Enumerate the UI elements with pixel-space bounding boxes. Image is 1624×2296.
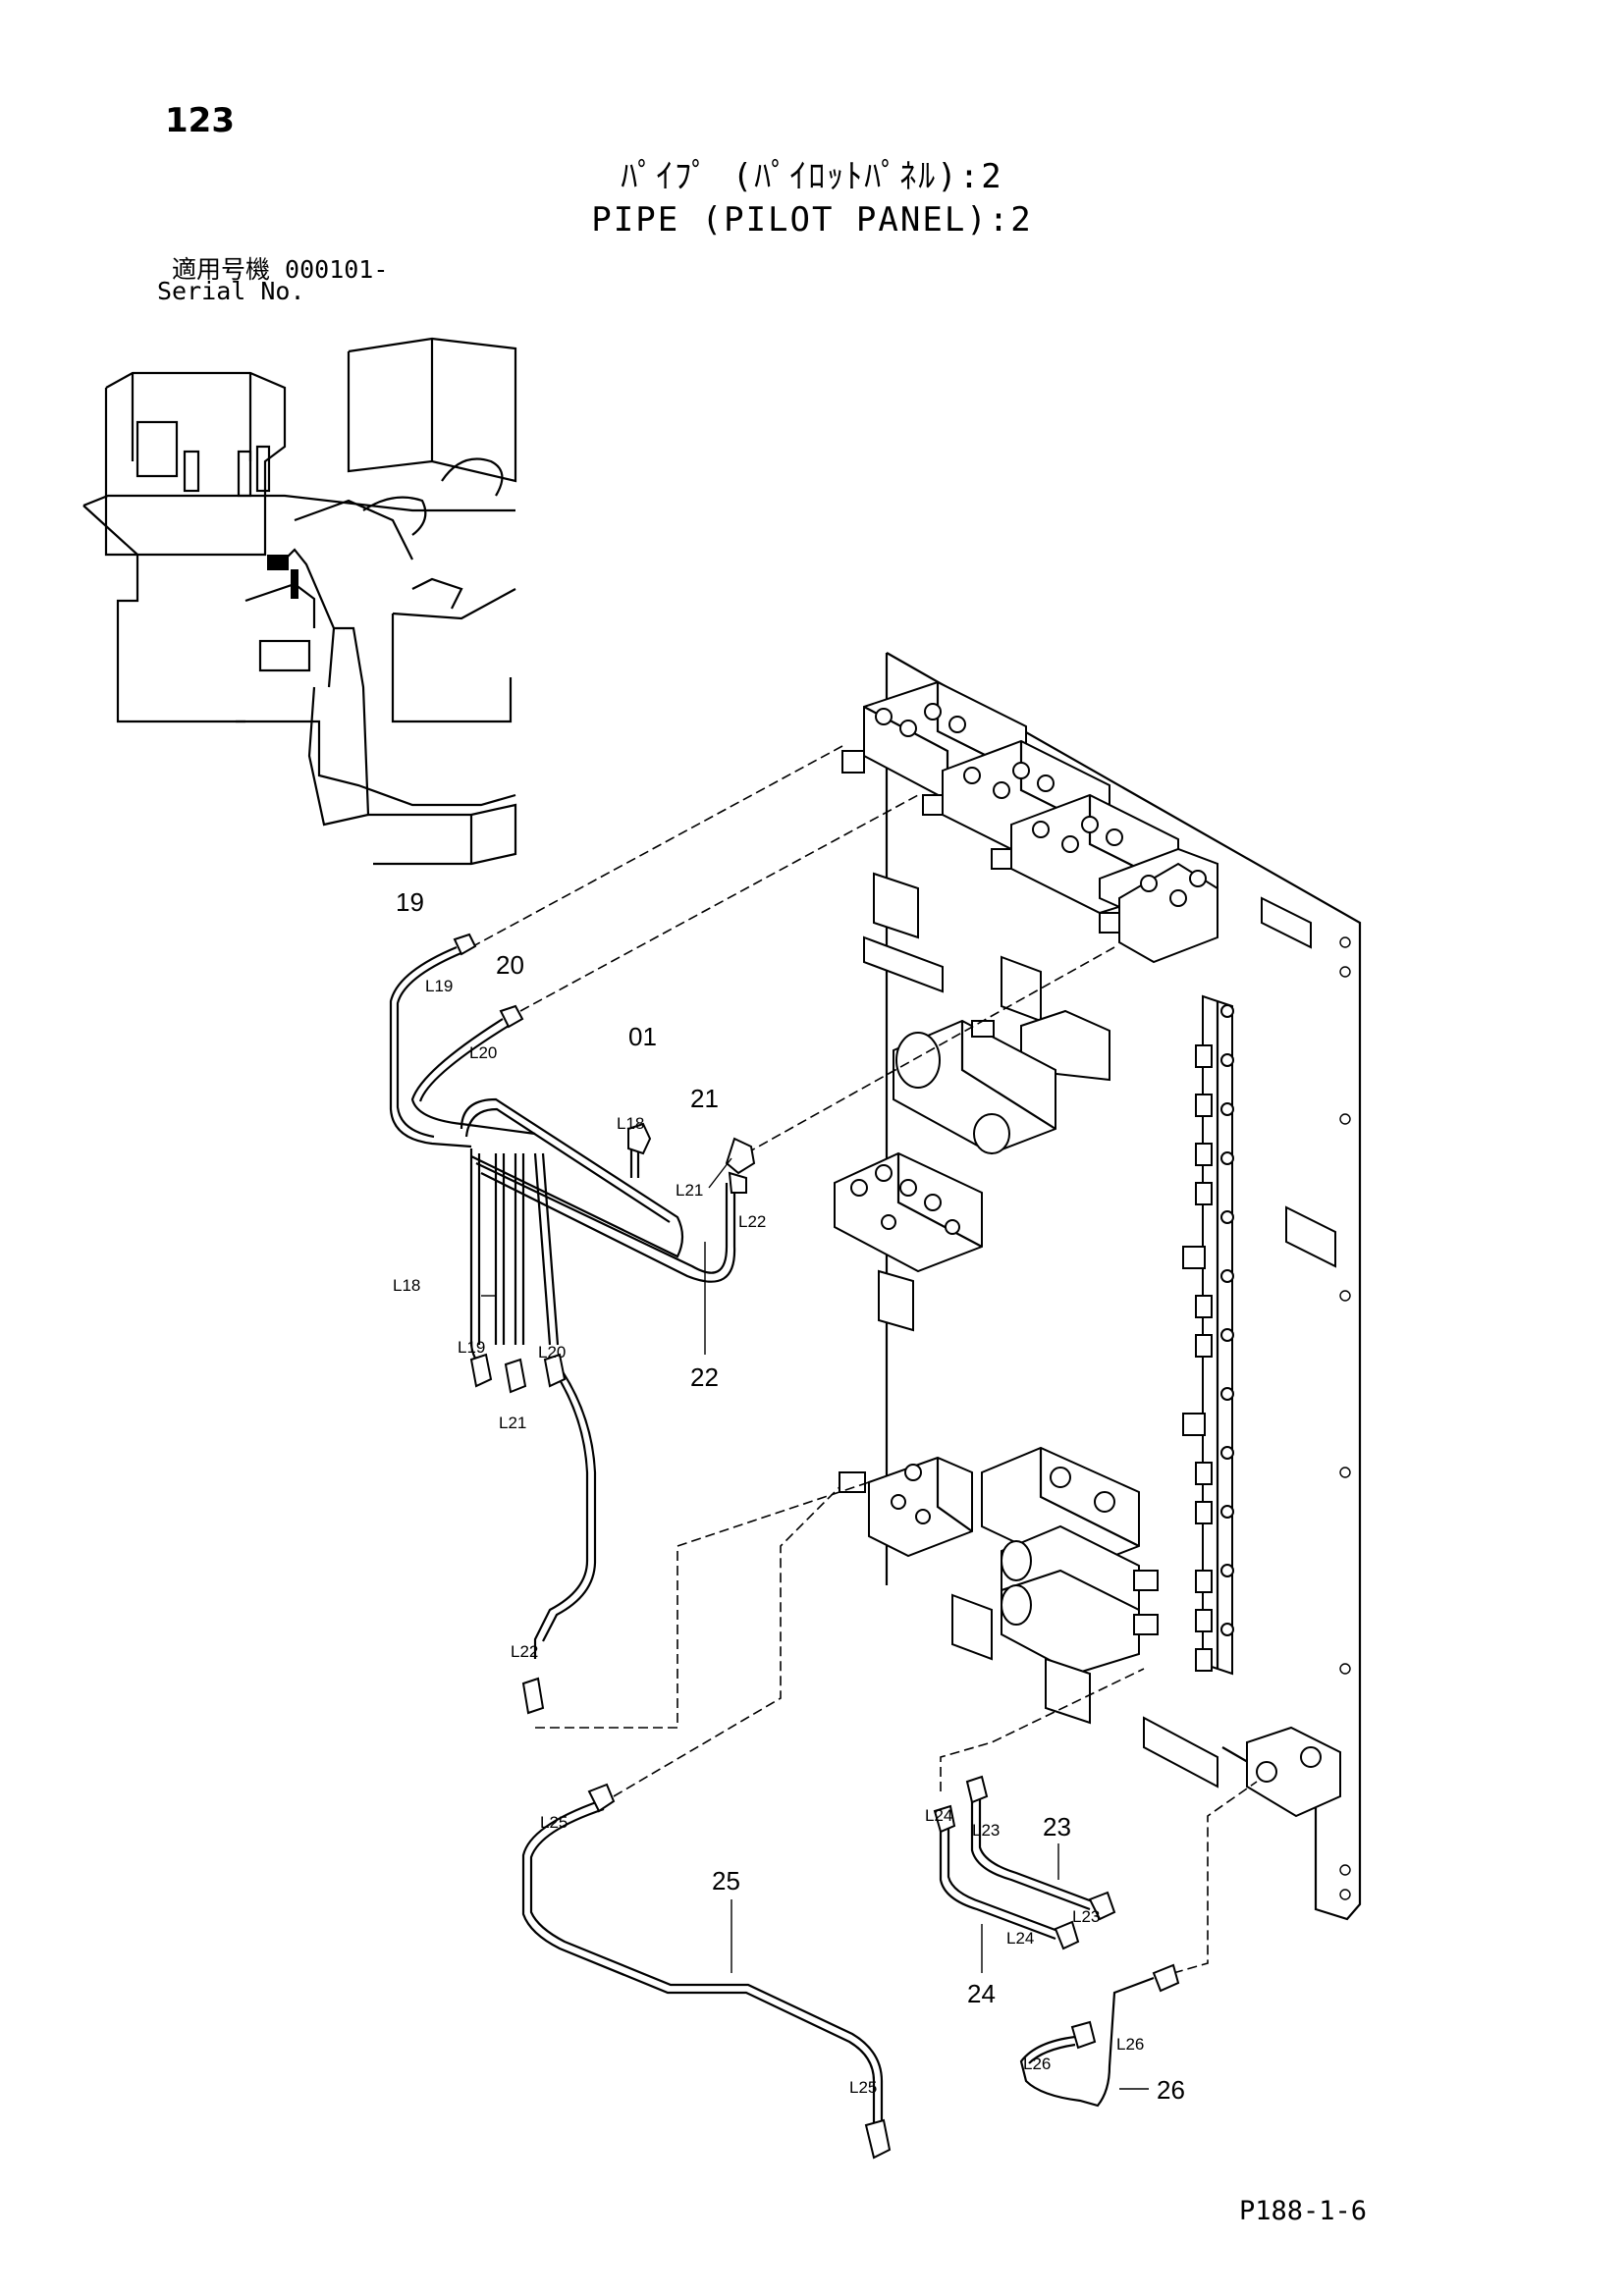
- callout-25: 25: [712, 1866, 740, 1896]
- callout-21: 21: [690, 1084, 719, 1113]
- label-L22-top: L22: [738, 1212, 766, 1231]
- solenoid-valve-center: [834, 1019, 1056, 1273]
- label-L21-bottom: L21: [499, 1414, 526, 1432]
- label-L24-bottom: L24: [1006, 1929, 1034, 1948]
- callout-26: 26: [1157, 2075, 1185, 2105]
- pipes-23-24: [939, 1668, 1145, 1941]
- label-L23-bottom: L23: [1072, 1907, 1100, 1926]
- serial-label-japanese: 適用号機 000101-: [172, 255, 389, 284]
- page-code: P188-1-6: [1239, 2196, 1368, 2226]
- label-L22-bottom: L22: [511, 1642, 538, 1661]
- label-L26-right: L26: [1116, 2035, 1144, 2054]
- pipe-19: [389, 745, 843, 1148]
- label-L20-bottom: L20: [538, 1343, 566, 1362]
- serial-label: Serial No.: [157, 277, 305, 305]
- connection-labels: L19 L20 L18 L21 L22 L18 L19 L20 L21 L22 …: [393, 977, 1144, 2097]
- callout-24: 24: [967, 1979, 996, 2008]
- pipe-22: [533, 1363, 870, 1729]
- label-L20-top: L20: [469, 1043, 497, 1062]
- callout-01: 01: [628, 1022, 657, 1051]
- label-L25-bottom: L25: [849, 2078, 877, 2097]
- callout-20: 20: [496, 950, 524, 980]
- page-title-japanese: ﾊﾟｲﾌﾟ (ﾊﾟｲﾛｯﾄﾊﾟﾈﾙ):2: [621, 157, 1003, 196]
- label-L25-top: L25: [540, 1813, 568, 1832]
- callout-numbers: 19 20 01 21 22 23 24 25 26: [396, 887, 1185, 2105]
- callout-19: 19: [396, 887, 424, 917]
- label-L18-bottom: L18: [393, 1276, 420, 1295]
- valve-block-lower: [839, 1446, 1341, 1818]
- fittings: [469, 1122, 1180, 2160]
- machine-inset-illustration: [82, 337, 517, 866]
- callout-23: 23: [1043, 1812, 1071, 1842]
- label-L24-top: L24: [925, 1806, 952, 1825]
- label-L19-bottom: L19: [458, 1338, 485, 1357]
- pipe-26: [1019, 1781, 1258, 2108]
- valve-block-upper: [841, 680, 1218, 964]
- callout-leaders: [481, 1157, 1149, 2090]
- page-title: PIPE (PILOT PANEL):2: [591, 200, 1033, 240]
- label-L26-left: L26: [1023, 2055, 1051, 2073]
- callout-22: 22: [690, 1362, 719, 1392]
- pipe-20: [410, 794, 919, 1136]
- label-L21-top: L21: [676, 1181, 703, 1200]
- label-L23-top: L23: [972, 1821, 1000, 1840]
- pipe-25: [521, 1486, 884, 2135]
- label-L18-top: L18: [617, 1114, 644, 1133]
- page-number: 123: [165, 101, 235, 140]
- manifold-strip: [1182, 994, 1234, 1676]
- label-L19-top: L19: [425, 977, 453, 995]
